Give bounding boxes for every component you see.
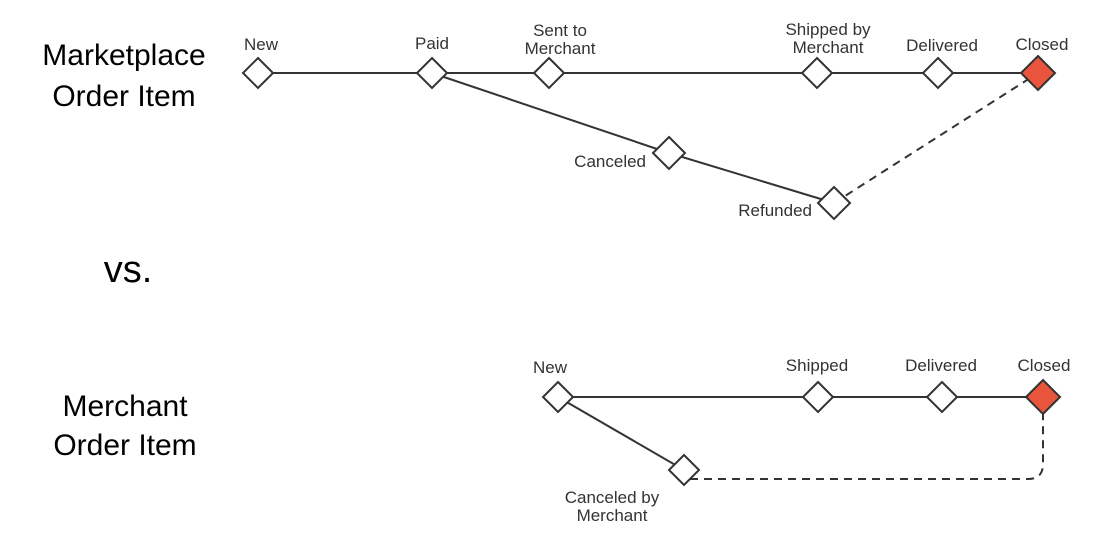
merchant-node-delivered-label: Delivered bbox=[905, 356, 977, 375]
merchant-title-line1: Merchant bbox=[62, 390, 188, 423]
merchant-node-shipped-label: Shipped bbox=[786, 356, 848, 375]
merchant-edge-new-to-canceled bbox=[557, 396, 685, 471]
marketplace-node-closed-label: Closed bbox=[1016, 35, 1069, 54]
marketplace-node-new-diamond bbox=[241, 56, 275, 90]
merchant-node-shipped-diamond bbox=[801, 380, 835, 414]
marketplace-node-refunded-diamond bbox=[816, 185, 852, 221]
merchant-node-new-diamond bbox=[541, 380, 575, 414]
marketplace-node-sent-to-merchant-diamond bbox=[532, 56, 566, 90]
merchant-edge-canceled-to-closed-dashed bbox=[690, 414, 1044, 480]
marketplace-edge-canceled-to-refunded bbox=[668, 152, 835, 204]
marketplace-node-delivered-label: Delivered bbox=[906, 36, 978, 55]
marketplace-node-new-label: New bbox=[244, 35, 279, 54]
marketplace-node-canceled-diamond bbox=[651, 135, 687, 171]
marketplace-node-paid-diamond bbox=[415, 56, 449, 90]
marketplace-node-delivered-diamond bbox=[921, 56, 955, 90]
marketplace-node-sent-to-merchant-label-line2: Merchant bbox=[525, 39, 596, 58]
merchant-diagram: Merchant Order Item New Shipped Delivere… bbox=[53, 356, 1070, 525]
vs-label: vs. bbox=[104, 249, 153, 291]
merchant-node-canceled-by-merchant-diamond bbox=[667, 453, 701, 487]
marketplace-node-canceled-label: Canceled bbox=[574, 152, 646, 171]
marketplace-node-closed-diamond bbox=[1019, 54, 1057, 92]
marketplace-edge-refunded-to-closed-dashed bbox=[833, 72, 1039, 204]
marketplace-node-shipped-by-merchant-label-line1: Shipped by bbox=[785, 20, 871, 39]
merchant-node-closed-label: Closed bbox=[1018, 356, 1071, 375]
merchant-title-line2: Order Item bbox=[53, 429, 196, 462]
merchant-node-canceled-by-merchant-label-line1: Canceled by bbox=[565, 488, 660, 507]
merchant-node-closed-diamond bbox=[1024, 378, 1062, 416]
marketplace-edge-paid-to-canceled bbox=[431, 72, 670, 154]
marketplace-diagram: Marketplace Order Item New Paid Sent to … bbox=[42, 20, 1069, 221]
marketplace-title-line2: Order Item bbox=[52, 80, 195, 113]
merchant-node-new-label: New bbox=[533, 358, 568, 377]
marketplace-node-shipped-by-merchant-diamond bbox=[800, 56, 834, 90]
marketplace-node-shipped-by-merchant-label-line2: Merchant bbox=[793, 38, 864, 57]
merchant-node-canceled-by-merchant-label-line2: Merchant bbox=[577, 506, 648, 525]
marketplace-node-paid-label: Paid bbox=[415, 34, 449, 53]
marketplace-node-sent-to-merchant-label-line1: Sent to bbox=[533, 21, 587, 40]
marketplace-title-line1: Marketplace bbox=[42, 39, 205, 72]
marketplace-node-refunded-label: Refunded bbox=[738, 201, 812, 220]
merchant-node-delivered-diamond bbox=[925, 380, 959, 414]
